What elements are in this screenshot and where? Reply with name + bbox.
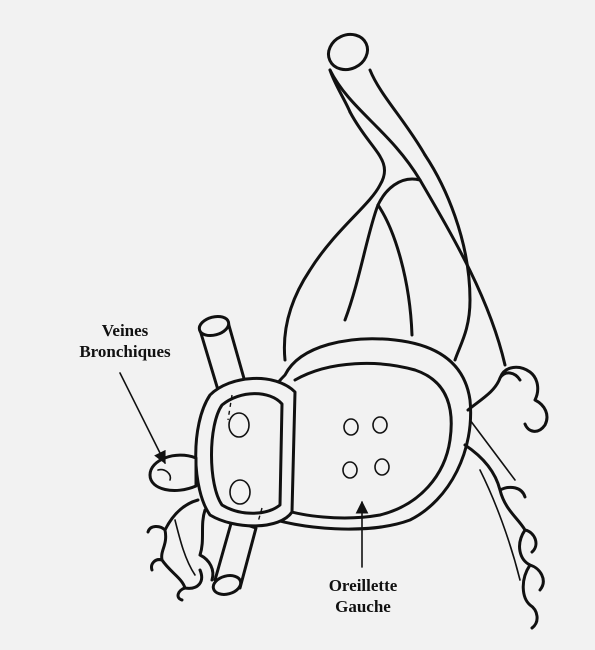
right-atrium-box [196, 378, 295, 525]
left-atrium-label-line1: Oreillette [308, 575, 418, 596]
left-atrium-label: Oreillette Gauche [308, 575, 418, 617]
left-atrium-label-line2: Gauche [308, 596, 418, 617]
great-vessel [284, 28, 505, 365]
bronchial-veins-label-line1: Veines [60, 320, 190, 341]
left-pulmonary-veins [148, 500, 213, 600]
lower-small-vessel [211, 520, 256, 597]
bronchial-veins-label-line2: Bronchiques [60, 341, 190, 362]
bronchial-veins-label: Veines Bronchiques [60, 320, 190, 362]
bronchial-vein-bulge [150, 455, 196, 490]
upper-small-vessel [197, 313, 245, 390]
bronchial-veins-arrow [120, 373, 165, 463]
right-pulmonary-veins [465, 367, 547, 628]
